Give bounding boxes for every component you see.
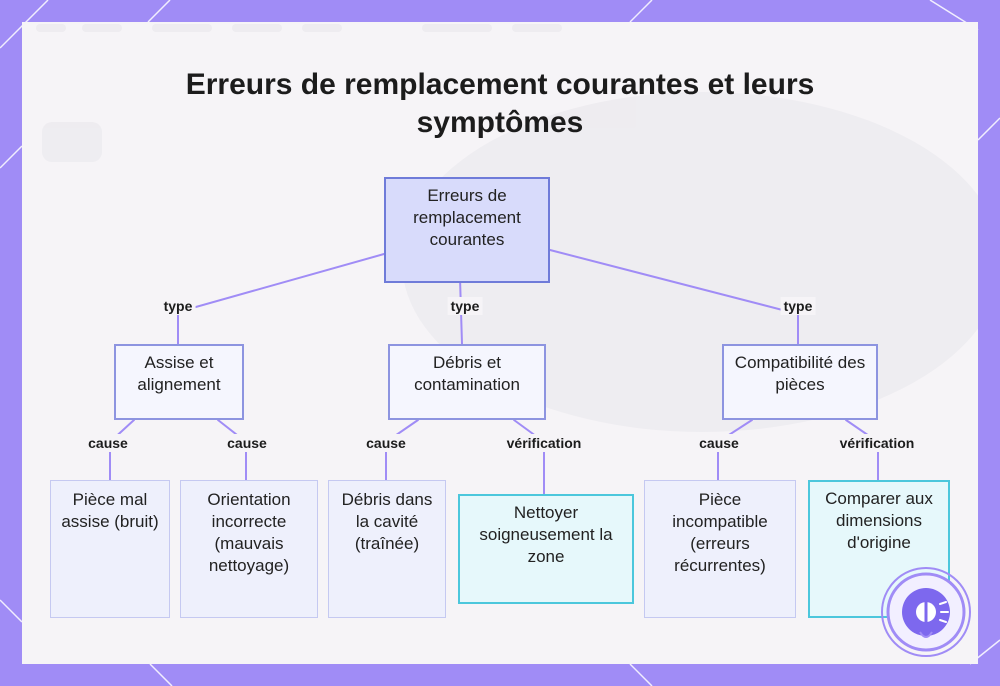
edge-root-cat3	[550, 250, 798, 344]
edge-label-cause-4: cause	[696, 434, 742, 452]
edge-label-cause-2: cause	[224, 434, 270, 452]
leaf-node-piece-incompatible[interactable]: Pièce incompatible (erreurs récurrentes)	[644, 480, 796, 618]
logo-badge-icon	[880, 566, 972, 658]
edge-label-verification-1: vérification	[504, 434, 585, 452]
edge-label-cause-3: cause	[363, 434, 409, 452]
edge-label-cause-1: cause	[85, 434, 131, 452]
root-node[interactable]: Erreurs de remplacement courantes	[384, 177, 550, 283]
edge-label-verification-2: vérification	[837, 434, 918, 452]
diagram-card: Erreurs de remplacement courantes et leu…	[22, 22, 978, 664]
leaf-node-piece-mal-assise[interactable]: Pièce mal assise (bruit)	[50, 480, 170, 618]
edge-label-type-1: type	[161, 297, 196, 315]
edge-root-cat1	[178, 254, 384, 344]
category-node-debris[interactable]: Débris et contamination	[388, 344, 546, 420]
edge-cat2-child2	[514, 420, 544, 494]
edge-label-type-2: type	[448, 297, 483, 315]
leaf-node-nettoyer-zone[interactable]: Nettoyer soigneusement la zone	[458, 494, 634, 604]
edge-label-type-3: type	[781, 297, 816, 315]
leaf-node-debris-cavite[interactable]: Débris dans la cavité (traînée)	[328, 480, 446, 618]
leaf-node-orientation-incorrecte[interactable]: Orientation incorrecte (mauvais nettoyag…	[180, 480, 318, 618]
category-node-assise[interactable]: Assise et alignement	[114, 344, 244, 420]
category-node-compatibilite[interactable]: Compatibilité des pièces	[722, 344, 878, 420]
